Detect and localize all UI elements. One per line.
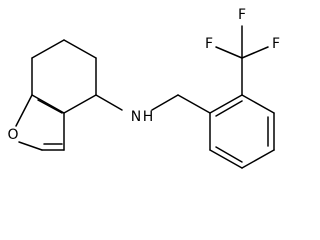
saturated-ring-bonds bbox=[31, 39, 97, 96]
bond-c-f2 bbox=[241, 46, 269, 59]
bond-n-ch2 bbox=[151, 94, 179, 111]
benzene-ring-bonds bbox=[209, 94, 275, 169]
trifluoromethyl-bonds bbox=[215, 25, 269, 96]
nitrogen-atom-label: N bbox=[131, 109, 141, 125]
bond-ar5-ar6 bbox=[209, 149, 243, 169]
molecule-structure-diagram: O N H F F F bbox=[7, 7, 280, 169]
bond-c7a-c3a bbox=[31, 94, 65, 114]
bond-c6-c5 bbox=[63, 39, 97, 59]
bond-ch2-ar bbox=[177, 94, 211, 114]
bond-c-f1 bbox=[215, 46, 243, 59]
fluorine-atom-label-top: F bbox=[238, 7, 246, 23]
bond-c7-c6 bbox=[31, 39, 65, 59]
bond-c7a-c3a-double bbox=[37, 99, 63, 114]
fluorine-atom-label-right: F bbox=[272, 36, 280, 52]
bond-c4-n bbox=[95, 94, 123, 111]
bond-c3a-c4 bbox=[63, 94, 97, 114]
amine-hydrogen-label: H bbox=[143, 109, 154, 125]
fluorine-atom-label-left: F bbox=[205, 36, 213, 52]
oxygen-atom-label: O bbox=[7, 127, 18, 143]
bond-ar2-ar3 bbox=[241, 94, 275, 114]
bond-ar4-ar5 bbox=[241, 149, 275, 169]
amine-linker-bonds bbox=[95, 94, 211, 114]
bond-ar5-ar6-double bbox=[215, 146, 243, 163]
bond-ar1-ar2-double bbox=[215, 100, 243, 117]
furan-ring-bonds bbox=[15, 94, 97, 151]
bond-ar1-ar2 bbox=[209, 94, 243, 114]
bond-o-c2 bbox=[18, 141, 43, 151]
atom-labels: O N H F F F bbox=[7, 7, 280, 143]
bond-c7a-o bbox=[15, 94, 33, 127]
